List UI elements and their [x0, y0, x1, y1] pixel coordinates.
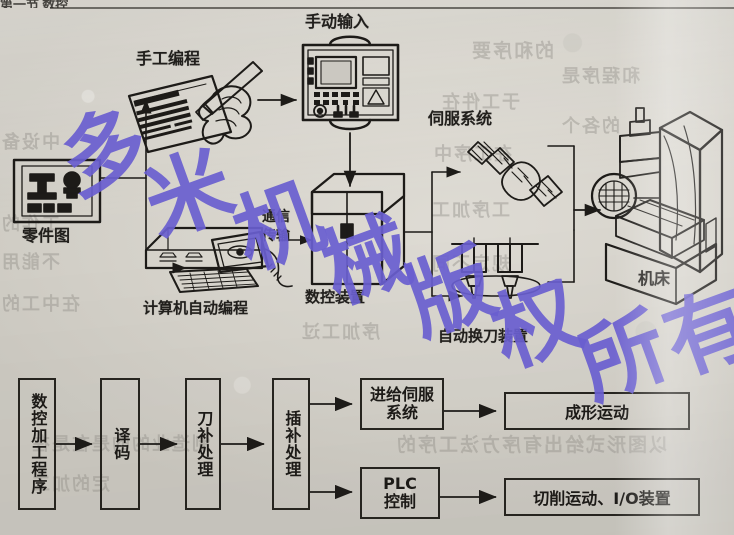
- label-servo-system: 伺服系统: [428, 109, 493, 128]
- label-auto-tool-changer: 自动换刀装置: [438, 327, 529, 345]
- feed-servo-line1: 进给伺服: [369, 384, 434, 404]
- manual-programming-graphic: [127, 61, 263, 154]
- page-top-partial-heading: 第一节 数控: [0, 0, 69, 8]
- label-communication-line1: 通信: [262, 209, 290, 225]
- label-computer-auto-programming: 计算机自动编程: [143, 299, 249, 317]
- label-manual-programming: 手工编程: [136, 49, 201, 68]
- label-part-drawing: 零件图: [22, 226, 71, 245]
- flow-box-decode: 译码: [100, 378, 140, 510]
- flow-box-tool-compensation: 刀补处理: [185, 378, 221, 510]
- label-communication-line2: 传输: [262, 228, 290, 244]
- flow-box-nc-program: 数控加工程序: [18, 378, 56, 510]
- feed-servo-line2: 系统: [385, 403, 418, 422]
- manual-input-panel-graphic: [301, 35, 400, 131]
- label-manual-input: 手动输入: [305, 12, 370, 31]
- flow-box-interpolation: 插补处理: [272, 378, 310, 510]
- flow-box-plc-control: PLC 控制: [360, 467, 440, 519]
- servo-system-graphic: [467, 141, 563, 207]
- part-drawing-graphic: [12, 158, 102, 224]
- page-top-rule: [50, 7, 734, 9]
- auto-tool-changer-graphic: [451, 237, 541, 299]
- computer-auto-programming-graphic: [144, 226, 293, 293]
- plc-line1: PLC: [383, 473, 417, 493]
- flow-box-cutting-motion-io: 切削运动、I/O装置: [504, 478, 700, 516]
- flow-box-forming-motion: 成形运动: [504, 392, 690, 430]
- label-cnc-unit: 数控装置: [305, 288, 366, 306]
- plc-line2: 控制: [383, 492, 416, 511]
- label-machine-tool: 机床: [638, 269, 671, 288]
- flow-box-feed-servo-system: 进给伺服 系统: [360, 378, 444, 430]
- machine-tool-graphic: [590, 107, 724, 306]
